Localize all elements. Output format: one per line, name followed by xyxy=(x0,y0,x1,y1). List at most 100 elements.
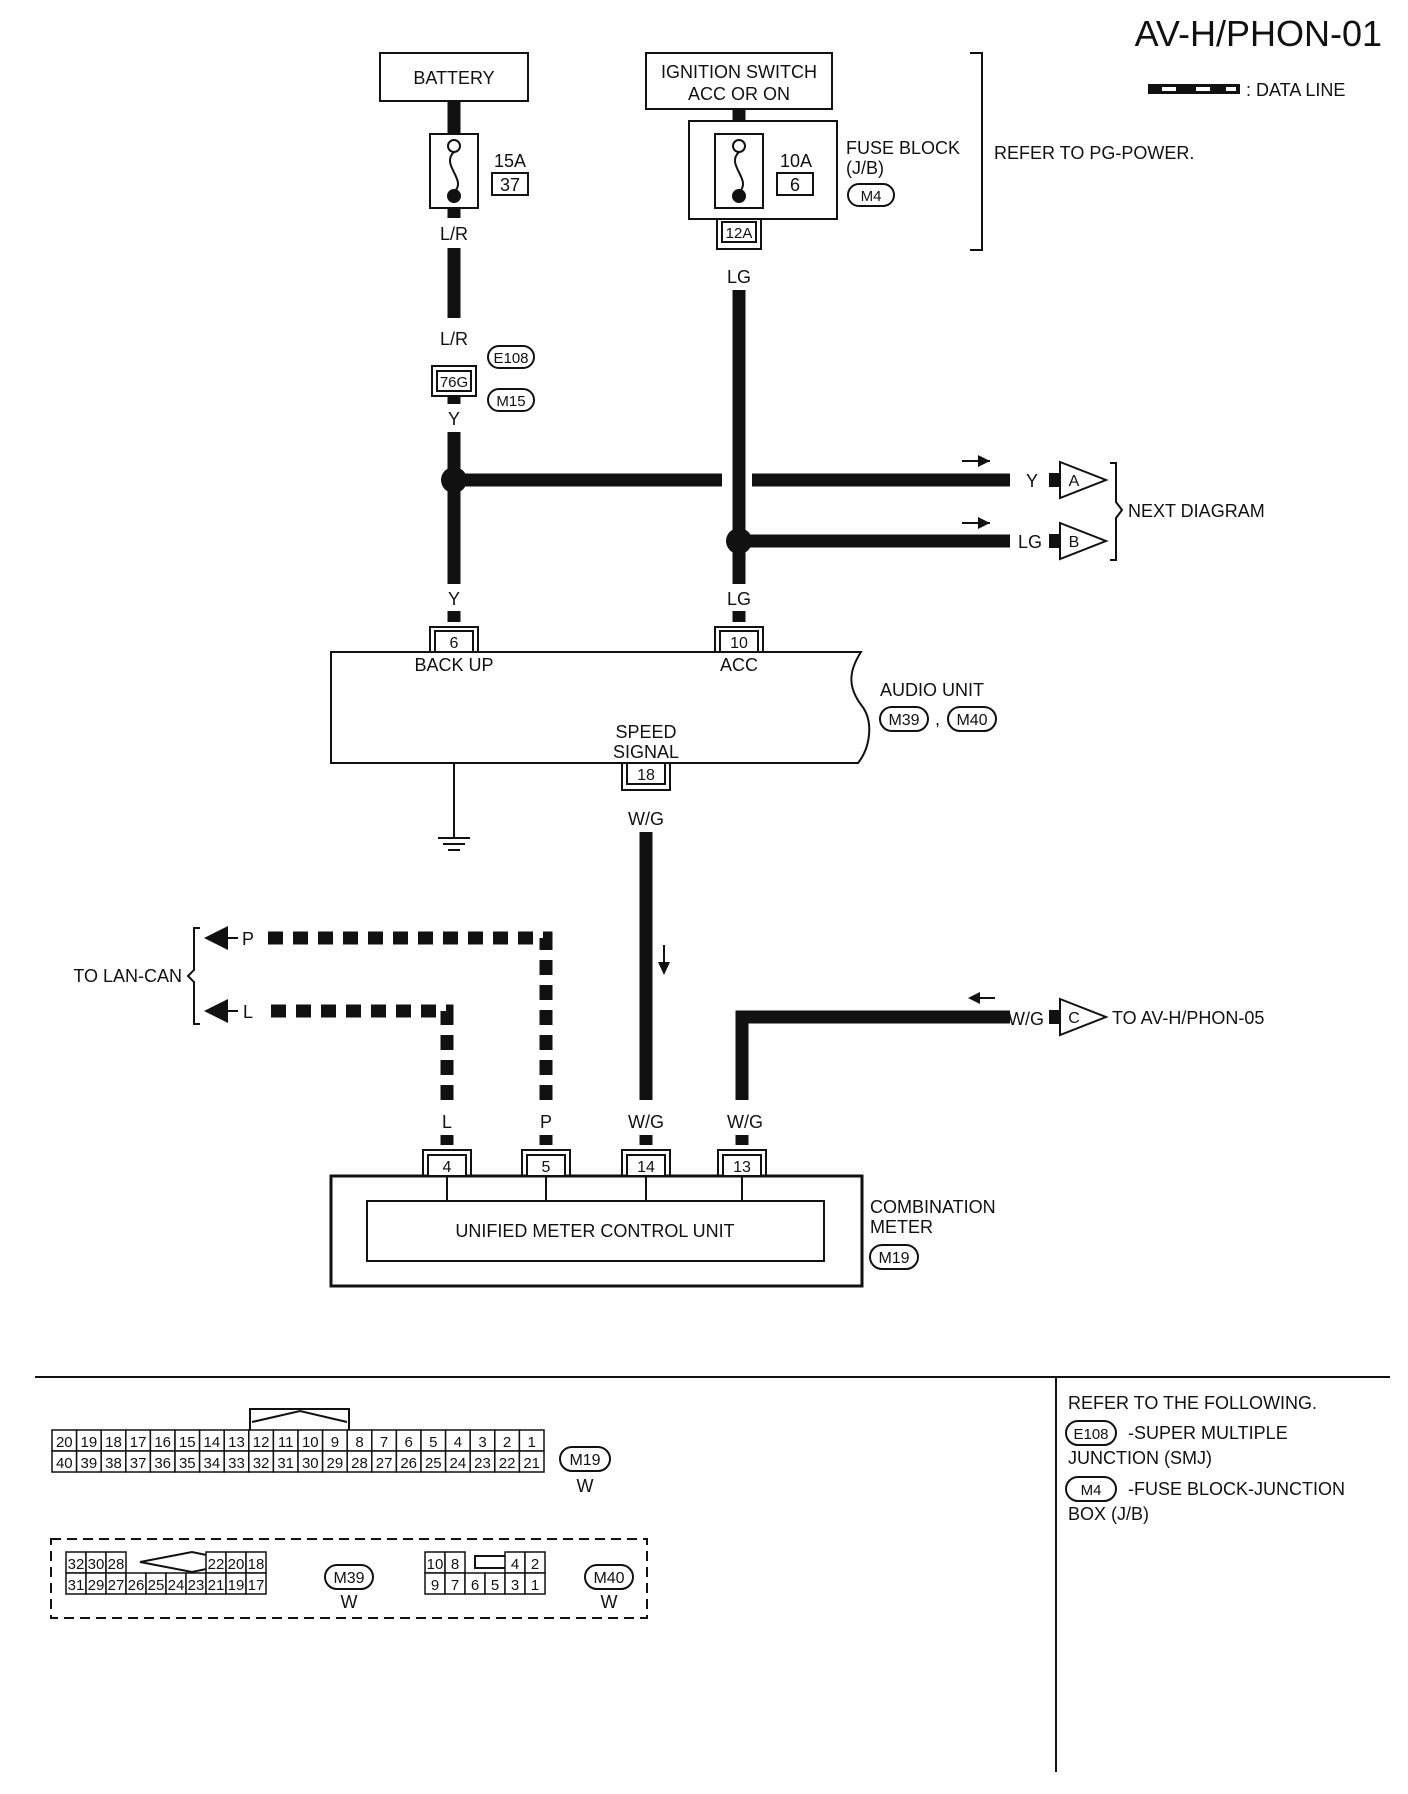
ignition-switch-box xyxy=(645,52,833,110)
refer-m4-line2: BOX (J/B) xyxy=(1068,1504,1149,1524)
fuse-15a xyxy=(429,133,479,209)
refer-e108-line2: JUNCTION (SMJ) xyxy=(1068,1448,1212,1468)
svg-text:6: 6 xyxy=(450,635,459,652)
pin-number: 32 xyxy=(253,1455,270,1472)
connector-c-label: C xyxy=(1068,1010,1080,1027)
legend-data-line: : DATA LINE xyxy=(1148,80,1345,100)
pin-number: 21 xyxy=(208,1577,225,1594)
wire-p-left: P xyxy=(242,929,254,949)
pin-number: 16 xyxy=(154,1434,171,1451)
fuse-block-line1: FUSE BLOCK xyxy=(846,138,960,158)
pin-number: 2 xyxy=(531,1556,539,1573)
audio-terminal-backup: 6 xyxy=(429,626,479,653)
pin-number: 8 xyxy=(355,1434,363,1451)
wire-wg-meter14: W/G xyxy=(628,1112,664,1132)
pin-number: 9 xyxy=(431,1577,439,1594)
to-phon05-label: TO AV-H/PHON-05 xyxy=(1112,1008,1264,1028)
audio-speed-line1: SPEED xyxy=(615,722,676,742)
refer-heading: REFER TO THE FOLLOWING. xyxy=(1068,1393,1317,1413)
wire-l-left: L xyxy=(243,1002,253,1022)
pin-number: 9 xyxy=(331,1434,339,1451)
pin-number: 18 xyxy=(248,1556,265,1573)
pin-number: 15 xyxy=(179,1434,196,1451)
pin-number: 23 xyxy=(474,1455,491,1472)
audio-terminal-speed: 18 xyxy=(621,762,671,791)
connector-c-arrow xyxy=(1059,997,1109,1037)
pin-number: 32 xyxy=(68,1556,85,1573)
pin-number: 28 xyxy=(351,1455,368,1472)
wire-wg-meter13: W/G xyxy=(727,1112,763,1132)
audio-conn-sep: , xyxy=(935,709,940,729)
pin-number: 25 xyxy=(148,1577,165,1594)
wire-lr-joint: L/R xyxy=(440,329,468,349)
pin-number: 7 xyxy=(451,1577,459,1594)
fuse1-rating: 15A xyxy=(494,151,526,171)
conn-m4-label: M4 xyxy=(861,188,882,205)
audio-terminal-acc: 10 xyxy=(714,626,764,653)
conn-m39-label: M39 xyxy=(888,712,919,729)
conn-m19-color: W xyxy=(577,1476,594,1496)
pin-number: 26 xyxy=(400,1455,417,1472)
fuse-block-terminal-12a: 12A xyxy=(716,218,762,250)
conn-e108-label: E108 xyxy=(493,350,528,367)
pin-number: 14 xyxy=(204,1434,221,1451)
pin-number: 19 xyxy=(81,1434,98,1451)
fuse-10a xyxy=(714,133,764,209)
fuse2-rating: 10A xyxy=(780,151,812,171)
pin-number: 2 xyxy=(503,1434,511,1451)
connector-a-arrow xyxy=(1059,460,1109,500)
connector-b-arrow xyxy=(1059,521,1109,561)
pin-number: 19 xyxy=(228,1577,245,1594)
conn-m15-badge xyxy=(487,388,535,412)
pin-number: 38 xyxy=(105,1455,122,1472)
pin-number: 27 xyxy=(108,1577,125,1594)
pin-number: 17 xyxy=(130,1434,147,1451)
conn-e108-badge xyxy=(487,345,535,369)
arrow-l-left xyxy=(204,999,228,1023)
audio-speed-line2: SIGNAL xyxy=(613,742,679,762)
wire-y-top: Y xyxy=(448,409,460,429)
conn-m39-face-label: M39 xyxy=(333,1570,364,1587)
pin-number: 31 xyxy=(277,1455,294,1472)
wire-y-bottom: Y xyxy=(448,589,460,609)
wire-p-meter5: P xyxy=(540,1112,552,1132)
wire-lg-top: LG xyxy=(727,267,751,287)
combination-meter-line1: COMBINATION xyxy=(870,1197,996,1217)
connector-a-label: A xyxy=(1069,473,1080,490)
conn-m40-face-label: M40 xyxy=(593,1570,624,1587)
audio-backup-label: BACK UP xyxy=(414,655,493,675)
pin-number: 34 xyxy=(204,1455,221,1472)
pin-number: 7 xyxy=(380,1434,388,1451)
refer-e108-line1: -SUPER MULTIPLE xyxy=(1128,1423,1288,1443)
pin-number: 11 xyxy=(278,1434,294,1451)
pin-number: 23 xyxy=(188,1577,205,1594)
pin-cell xyxy=(524,1572,546,1595)
conn-m15-label: M15 xyxy=(496,393,525,410)
refer-m4-label: M4 xyxy=(1081,1482,1102,1499)
to-lan-can-label: TO LAN-CAN xyxy=(73,966,182,986)
pin-number: 18 xyxy=(105,1434,122,1451)
fuse-block-line2: (J/B) xyxy=(846,158,884,178)
audio-connectors-outline xyxy=(50,1538,648,1619)
pin-number: 29 xyxy=(327,1455,344,1472)
wire-wg-speed: W/G xyxy=(628,809,664,829)
legend-label: : DATA LINE xyxy=(1246,80,1345,100)
conn-m19-face-label: M19 xyxy=(569,1452,600,1469)
unified-meter-label: UNIFIED METER CONTROL UNIT xyxy=(455,1221,734,1241)
audio-acc-label: ACC xyxy=(720,655,758,675)
fuse2-number: 6 xyxy=(790,175,800,195)
pin-number: 5 xyxy=(429,1434,437,1451)
ignition-line2: ACC OR ON xyxy=(688,84,790,104)
pin-number: 29 xyxy=(88,1577,105,1594)
pin-number: 35 xyxy=(179,1455,196,1472)
pin-number: 37 xyxy=(130,1455,147,1472)
svg-text:5: 5 xyxy=(542,1159,551,1176)
pin-number: 39 xyxy=(81,1455,98,1472)
pin-number: 22 xyxy=(499,1455,516,1472)
unified-meter-inner-box xyxy=(366,1200,825,1262)
svg-text:12A: 12A xyxy=(726,225,753,242)
pin-number: 36 xyxy=(154,1455,171,1472)
